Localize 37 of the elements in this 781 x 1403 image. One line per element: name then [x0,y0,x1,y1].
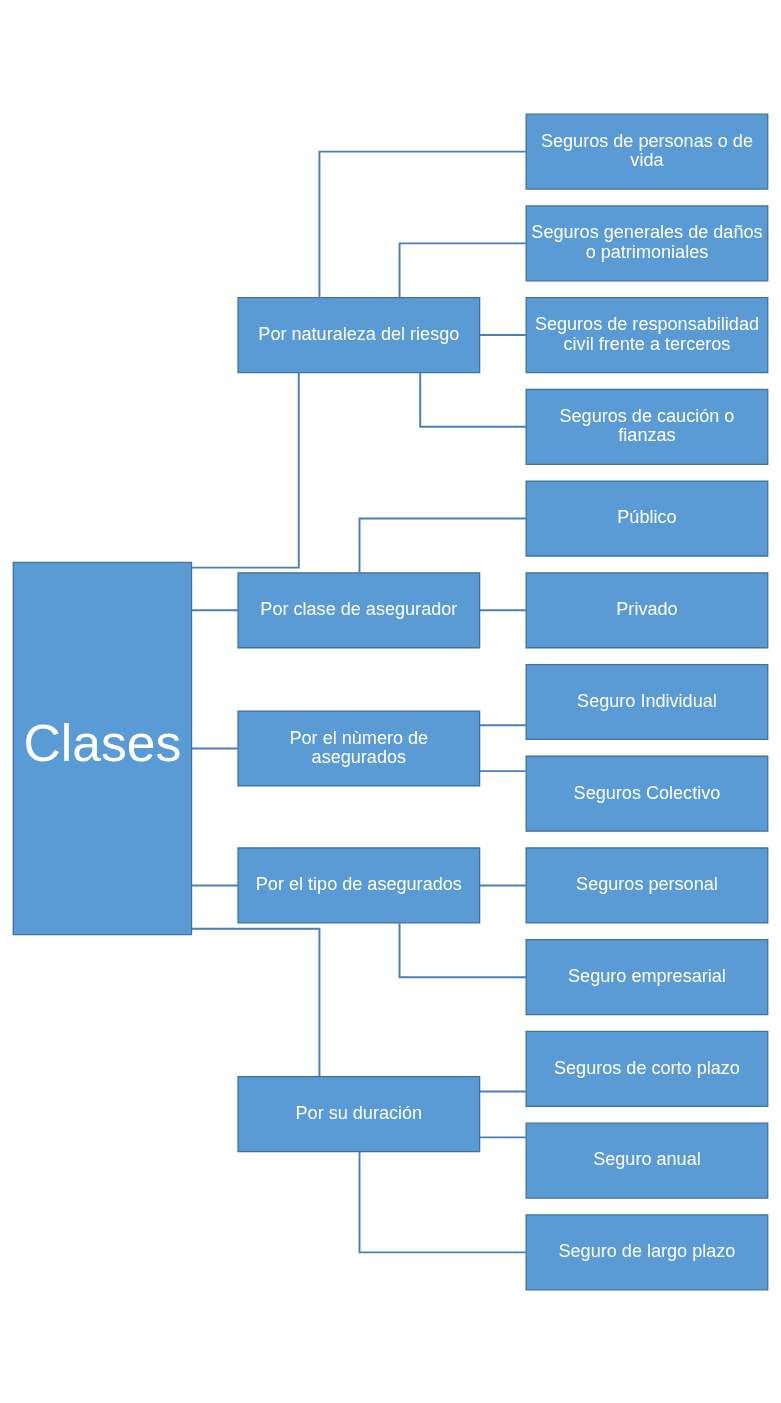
connector [478,723,527,726]
connector [191,371,300,569]
node-box: Por el tipo de asegurados [237,846,481,924]
connector [478,608,527,611]
connector [190,747,239,749]
node-box: Por naturaleza del riesgo [237,296,481,373]
connector [398,241,528,298]
connector [478,333,527,336]
connector [478,1135,527,1138]
node-box: Seguro Individual [525,663,769,740]
connector [398,921,528,978]
node-box: Por el nùmero de asegurados [237,709,481,787]
node-box: Seguros de caución o fianzas [525,388,769,465]
node-box: Seguro de largo plazo [525,1213,769,1290]
connector [190,884,239,886]
node-box: Seguros generales de daños o patrimoniales [525,204,769,281]
node-box: Seguros Colectivo [525,755,769,832]
node-box: Por su duración [237,1075,481,1152]
node-box: Seguros de corto plazo [525,1030,769,1107]
node-box: Seguros de personas o de vida [525,113,769,190]
node-box: Público [525,479,769,557]
node-box: Privado [525,571,769,648]
connector [190,927,321,1078]
node-box: Por clase de asegurador [237,571,481,648]
connector [318,150,527,298]
connector [419,371,527,428]
connector [478,769,527,772]
connector [478,884,527,886]
node-box: Seguros de responsabilidad civil frente a terceros [525,296,769,373]
connector [190,608,239,611]
connector [358,1150,527,1253]
node-box: Seguros personal [525,846,769,924]
node-box: Clases [12,561,193,935]
connector [478,1090,527,1092]
node-box: Seguro anual [525,1122,769,1199]
connector [358,517,527,573]
node-box: Seguro empresarial [525,938,769,1015]
